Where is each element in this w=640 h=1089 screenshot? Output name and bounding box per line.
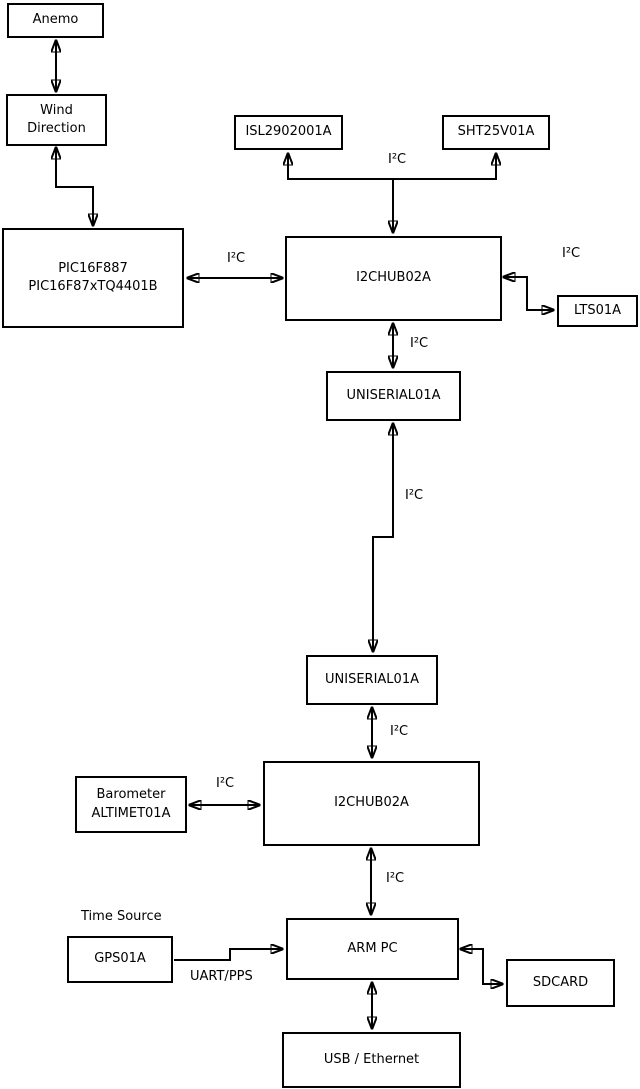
- edge-wind-pic: [56, 147, 93, 226]
- node-i2chub02a-bottom: I2CHUB02A: [263, 761, 480, 846]
- node-isl2902001a: ISL2902001A: [234, 115, 343, 150]
- edge-branch-isl: [288, 153, 393, 180]
- label-i2c-branch: I²C: [388, 152, 407, 167]
- label-time-source: Time Source: [81, 909, 162, 924]
- label-i2c-long-link: I²C: [405, 488, 424, 503]
- edge-uniserial-uniserial: [373, 423, 393, 652]
- label-i2c-lts: I²C: [562, 246, 581, 261]
- label-i2c-uniserial-top: I²C: [410, 336, 429, 351]
- node-i2chub02a-top: I2CHUB02A: [285, 236, 502, 321]
- label-i2c-armpc: I²C: [386, 871, 405, 886]
- node-pic16f887: PIC16F887 PIC16F87xTQ4401B: [2, 228, 184, 328]
- edge-armpc-sdcard: [460, 949, 503, 984]
- node-sdcard: SDCARD: [506, 959, 615, 1007]
- node-uniserial01a-top: UNISERIAL01A: [326, 371, 461, 421]
- node-lts01a: LTS01A: [557, 295, 638, 327]
- node-sht25v01a: SHT25V01A: [442, 115, 550, 150]
- edge-branch-sht: [393, 153, 496, 180]
- label-i2c-pic: I²C: [227, 251, 246, 266]
- node-uniserial01a-bottom: UNISERIAL01A: [306, 655, 438, 705]
- node-usb-ethernet: USB / Ethernet: [282, 1032, 461, 1088]
- node-wind-direction: Wind Direction: [6, 94, 107, 146]
- edge-i2chub-lts: [503, 277, 554, 310]
- label-i2c-uniserial-bottom: I²C: [390, 724, 409, 739]
- label-uart-pps: UART/PPS: [190, 969, 253, 984]
- node-barometer-altimet01a: Barometer ALTIMET01A: [75, 776, 187, 833]
- node-gps01a: GPS01A: [67, 936, 173, 983]
- label-i2c-barometer: I²C: [216, 776, 235, 791]
- node-arm-pc: ARM PC: [286, 918, 459, 980]
- edge-gps-armpc: [174, 949, 283, 961]
- node-anemo: Anemo: [7, 3, 104, 38]
